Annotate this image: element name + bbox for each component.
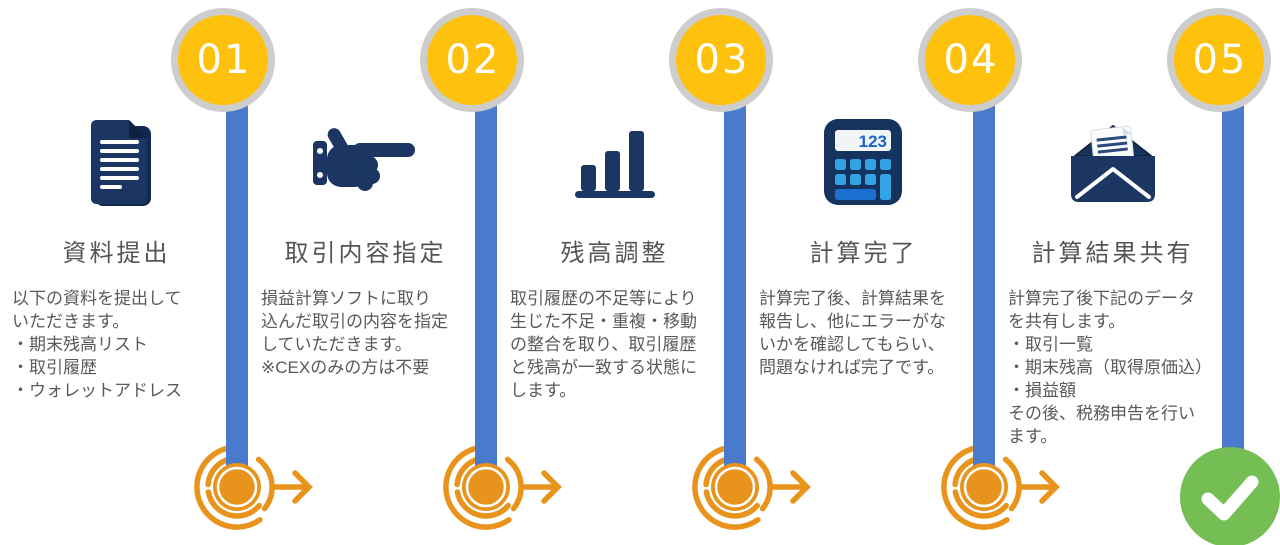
step-number-badge: 05 <box>1167 8 1271 112</box>
spiral-arrow-icon <box>692 444 811 530</box>
connector-line <box>973 58 995 488</box>
step-number-badge: 01 <box>171 8 275 112</box>
step-title: 計算完了 <box>809 240 918 267</box>
checkmark-icon <box>1180 447 1280 545</box>
spiral-center-dot <box>213 463 261 511</box>
step-number: 02 <box>445 37 501 83</box>
step-title: 取引内容指定 <box>284 240 447 267</box>
step-number: 04 <box>943 37 999 83</box>
step-number: 05 <box>1192 37 1248 83</box>
spiral-arrow-icon <box>941 444 1060 530</box>
step-description: 損益計算ソフトに取り 込んだ取引の内容を指定 していただきます。 ※CEXのみの… <box>261 289 448 377</box>
step-title: 計算結果共有 <box>1031 240 1194 267</box>
step-1: 01 資料提出 以下の資料を提出して いただきます。 ・期末残高リスト ・取引履… <box>10 0 313 545</box>
step-description: 計算完了後、計算結果を 報告し、他にエラーがな いかを確認してもらい、 問題なけ… <box>759 289 946 377</box>
connector-line <box>226 58 248 488</box>
step-title: 残高調整 <box>560 240 669 267</box>
email-icon <box>1006 112 1219 214</box>
step-number-badge: 03 <box>669 8 773 112</box>
document-icon <box>10 112 223 214</box>
step-number-badge: 02 <box>420 8 524 112</box>
step-description: 以下の資料を提出して いただきます。 ・期末残高リスト ・取引履歴 ・ウォレット… <box>12 289 182 400</box>
step-number: 01 <box>196 37 252 83</box>
step-2: 02 取引内容指定 損益計算ソフトに取り 込んだ取引の内容を指定 していただきま… <box>259 0 562 545</box>
spiral-arrow-icon <box>443 444 562 530</box>
step-number-badge: 04 <box>918 8 1022 112</box>
step-3: 03 残高調整 取引履歴の不足等により 生じた不足・重複・移動 の整合を取り、取… <box>508 0 811 545</box>
spiral-center-dot <box>960 463 1008 511</box>
pointing-hand-icon <box>259 112 472 214</box>
connector-line <box>724 58 746 488</box>
spiral-center-dot <box>711 463 759 511</box>
step-4: 04 123 計算完了 計算完了後、計算結果 <box>757 0 1060 545</box>
step-description: 計算完了後下記のデータ を共有します。 ・取引一覧 ・期末残高（取得原価込） ・… <box>1008 289 1212 446</box>
step-5: 05 計算結果共有 計算完了後下記のデータ を共有します。 ・取引一覧 <box>1006 0 1280 545</box>
step-description: 取引履歴の不足等により 生じた不足・重複・移動 の整合を取り、取引履歴 と残高が… <box>510 289 697 400</box>
spiral-center-dot <box>462 463 510 511</box>
connector-line <box>1222 58 1244 480</box>
step-title: 資料提出 <box>62 240 171 267</box>
calculator-icon: 123 <box>757 112 970 214</box>
connector-line <box>475 58 497 488</box>
step-number: 03 <box>694 37 750 83</box>
bar-chart-icon <box>508 112 721 214</box>
calculator-display: 123 <box>859 132 887 151</box>
